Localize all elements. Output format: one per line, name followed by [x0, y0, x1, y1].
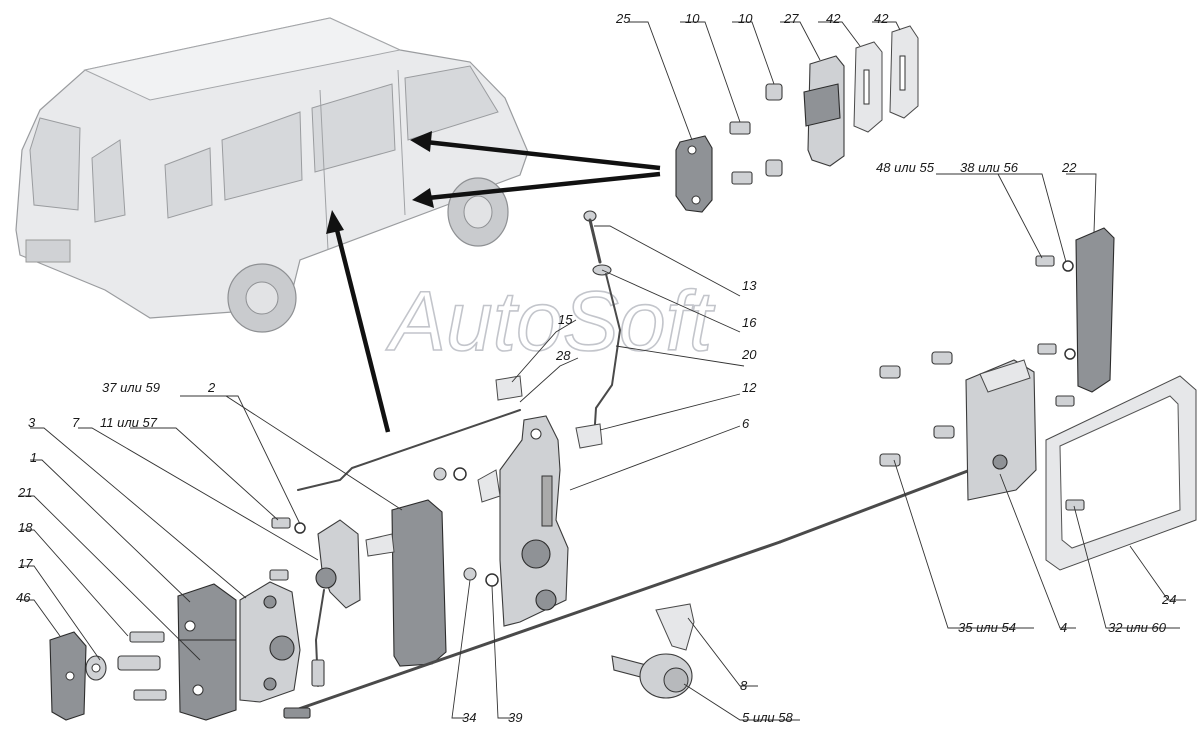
- label-10-a: 10: [685, 11, 700, 26]
- door-lock-body: [239, 581, 301, 703]
- label-21: 21: [17, 485, 32, 500]
- label-48-55: 48 или 55: [876, 160, 935, 175]
- outer-handle: [365, 499, 447, 667]
- striker-parts: [675, 25, 919, 213]
- long-link-rod: [283, 456, 1004, 719]
- leader-lines: [20, 21, 1186, 721]
- label-39: 39: [508, 710, 522, 725]
- label-6: 6: [742, 416, 750, 431]
- fasteners-left: [49, 631, 167, 721]
- label-22: 22: [1061, 160, 1077, 175]
- label-4: 4: [1060, 620, 1067, 635]
- label-35-54: 35 или 54: [958, 620, 1016, 635]
- label-1: 1: [30, 450, 37, 465]
- label-12: 12: [742, 380, 757, 395]
- lock-mechanism: [433, 415, 603, 627]
- label-38-56: 38 или 56: [960, 160, 1019, 175]
- inner-handle-parts: [1035, 227, 1115, 407]
- lock-cylinder: [611, 603, 695, 699]
- callout-labels: 25 10 10 27 42 42 48 или 55 38 или 56 22…: [16, 11, 1176, 725]
- label-20: 20: [741, 347, 757, 362]
- van-illustration: [15, 17, 529, 333]
- lever-assembly: [269, 517, 361, 687]
- label-17: 17: [18, 556, 33, 571]
- label-42-b: 42: [874, 11, 889, 26]
- label-8: 8: [740, 678, 748, 693]
- label-24: 24: [1161, 592, 1176, 607]
- label-32-60: 32 или 60: [1108, 620, 1167, 635]
- label-18: 18: [18, 520, 33, 535]
- label-5-58: 5 или 58: [742, 710, 793, 725]
- label-28: 28: [555, 348, 571, 363]
- label-2: 2: [207, 380, 216, 395]
- label-27: 27: [783, 11, 799, 26]
- inner-lock-bracket: [879, 351, 1037, 501]
- location-arrows: [326, 131, 661, 433]
- handle-trim-cover: [1045, 375, 1197, 571]
- label-42-a: 42: [826, 11, 841, 26]
- label-3: 3: [28, 415, 36, 430]
- label-46: 46: [16, 590, 31, 605]
- label-34: 34: [462, 710, 476, 725]
- label-37-59: 37 или 59: [102, 380, 160, 395]
- label-13: 13: [742, 278, 757, 293]
- label-15: 15: [558, 312, 573, 327]
- label-16: 16: [742, 315, 757, 330]
- label-7: 7: [72, 415, 80, 430]
- label-11-57: 11 или 57: [100, 415, 158, 430]
- label-25: 25: [615, 11, 631, 26]
- label-10-b: 10: [738, 11, 753, 26]
- upper-link-rod: [297, 375, 523, 491]
- lock-mounting-plate: [177, 583, 237, 721]
